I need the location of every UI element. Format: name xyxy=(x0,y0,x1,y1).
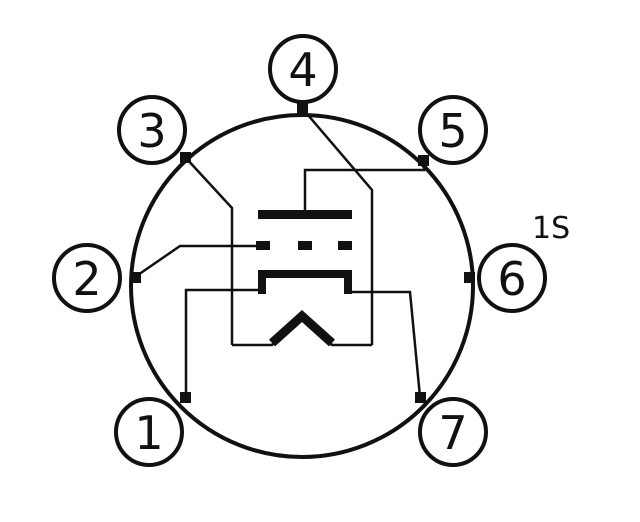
pin-3: 3 xyxy=(117,95,187,165)
pin-4-label: 4 xyxy=(288,43,317,97)
wire-pin-4-filament xyxy=(301,107,374,345)
pin-1-label: 1 xyxy=(134,406,163,460)
pin-2-circle xyxy=(52,243,122,313)
pin-5: 5 xyxy=(418,95,488,165)
pin-2: 2 xyxy=(52,243,122,313)
wire-pin-7-cathode xyxy=(344,290,422,398)
pin-contact-5 xyxy=(418,155,429,166)
wire-pin-1-cathode xyxy=(184,288,264,397)
grid-dash-1 xyxy=(256,241,270,250)
pin-1: 1 xyxy=(114,397,184,467)
pin-6-circle xyxy=(477,243,547,313)
pin-5-label: 5 xyxy=(438,104,467,158)
wire-pin-2-grid xyxy=(134,244,263,279)
pin-5-circle xyxy=(418,95,488,165)
pin-contact-1 xyxy=(180,392,191,403)
pin-contact-6 xyxy=(464,272,475,283)
filament-v-shape xyxy=(268,309,336,347)
pin-7-circle xyxy=(418,397,488,467)
grid-electrode xyxy=(256,241,352,250)
pin-4: 4 xyxy=(268,34,338,104)
pin-4-circle xyxy=(268,34,338,104)
pin-7-label: 7 xyxy=(438,406,467,460)
plate-electrode xyxy=(258,210,352,219)
basing-code-label: 1S xyxy=(532,211,570,246)
internal-wiring xyxy=(134,107,426,398)
grid-dash-3 xyxy=(338,241,352,250)
cathode-electrode xyxy=(258,270,352,294)
pin-6: 6 xyxy=(477,243,547,313)
pin-6-label: 6 xyxy=(497,252,526,306)
grid-dash-2 xyxy=(298,241,312,250)
wire-pin-5-plate xyxy=(303,161,426,214)
pin-1-circle xyxy=(114,397,184,467)
wire-pin-3-filament xyxy=(184,156,234,345)
pin-2-label: 2 xyxy=(72,252,101,306)
tube-envelope-circle xyxy=(129,113,475,459)
pin-3-circle xyxy=(117,95,187,165)
pin-contact-7 xyxy=(415,392,426,403)
pin-7: 7 xyxy=(418,397,488,467)
pin-3-label: 3 xyxy=(137,104,166,158)
